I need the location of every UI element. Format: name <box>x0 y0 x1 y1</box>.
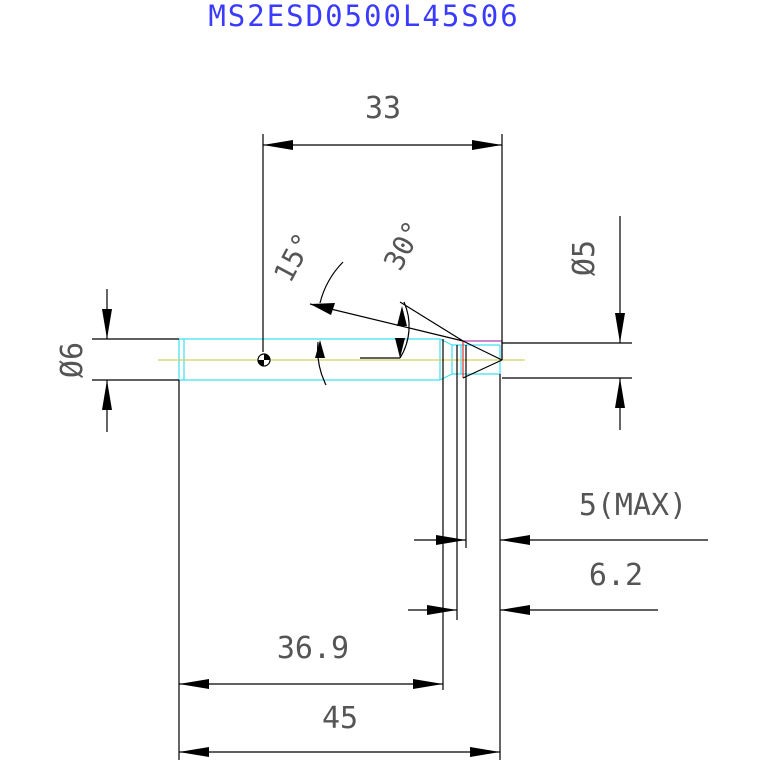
dimension-33-label: 33 <box>365 91 401 126</box>
part-number-title: MS2ESD0500L45S06 <box>208 0 519 33</box>
angle-15-label: 15° <box>267 227 320 287</box>
dimension-tip-length: 33 <box>262 91 503 360</box>
dimension-overall-length: 45 <box>179 701 500 757</box>
dimension-6-2-label: 6.2 <box>589 558 643 593</box>
dimension-dia5-label: Ø5 <box>567 240 602 276</box>
angle-30-label: 30° <box>377 215 430 275</box>
dimension-dia6-label: Ø6 <box>55 342 90 378</box>
dimension-length-to-edge: 36.9 <box>179 631 443 689</box>
dimension-tip-diameter: Ø5 <box>502 216 632 430</box>
dimension-45-label: 45 <box>322 701 358 736</box>
angle-15-annotation: 15° <box>267 227 464 386</box>
dimension-shank-diameter: Ø6 <box>55 289 179 432</box>
dimension-5max-label: 5(MAX) <box>579 488 687 523</box>
tip-detail <box>360 340 503 379</box>
dimension-36-9-label: 36.9 <box>277 631 349 666</box>
reference-point-marker <box>257 353 271 367</box>
dimension-flute-length: 6.2 <box>408 558 658 615</box>
dimension-max-flute: 5(MAX) <box>414 488 708 545</box>
angle-30-annotation: 30° <box>377 215 464 359</box>
